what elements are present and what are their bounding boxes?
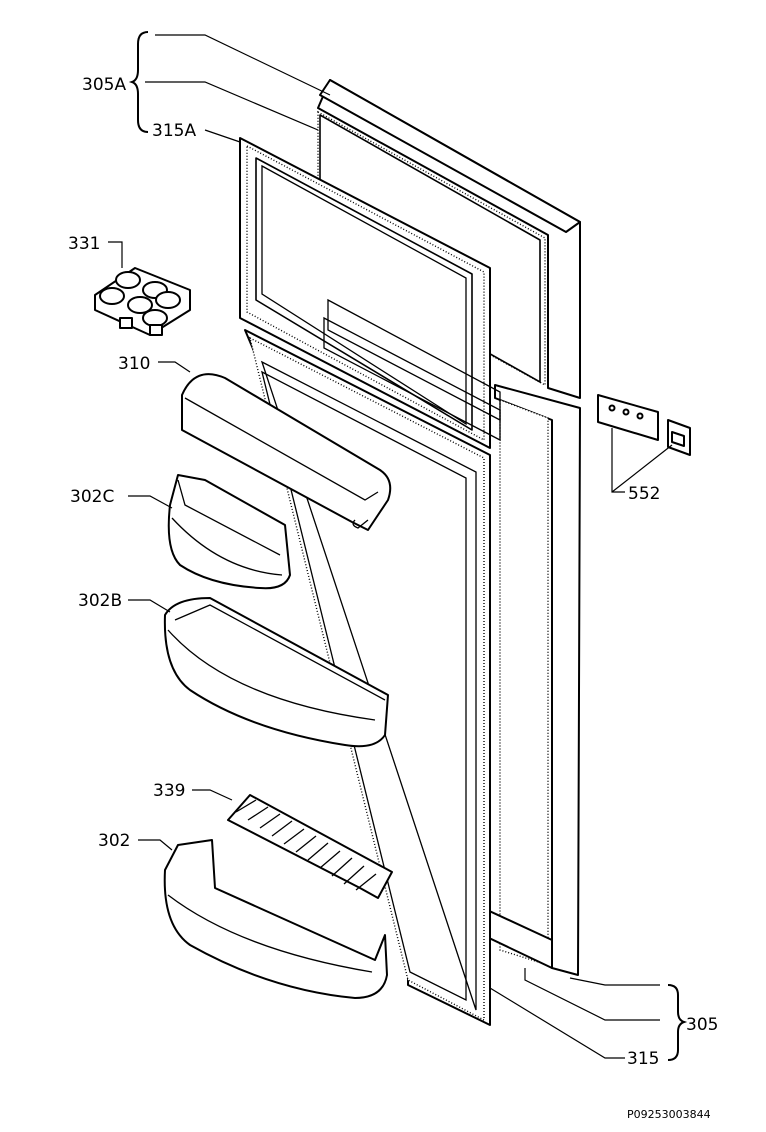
label-302C: 302C [70,487,114,507]
fridge-door-gasket [244,329,491,1026]
dairy-compartment-cover [181,373,392,531]
small-door-shelf [167,474,291,590]
bottle-retainer [227,794,393,899]
label-302B: 302B [78,591,122,611]
braces [128,31,688,1061]
label-331: 331 [68,234,100,254]
drawing-code: P09253003844 [627,1108,711,1121]
label-552: 552 [628,484,660,504]
fridge-door-panel [323,298,581,976]
leader-lines [108,34,673,1059]
brace-305 [667,984,688,1061]
egg-tray [94,267,191,336]
label-305A: 305A [82,75,126,95]
label-310: 310 [118,354,150,374]
large-door-shelf [163,839,388,999]
hinge-bracket [597,394,691,456]
label-302: 302 [98,831,130,851]
label-339: 339 [153,781,185,801]
label-305: 305 [686,1015,718,1035]
brace-305A [128,31,149,133]
freezer-door-gasket [239,137,491,449]
part-labels: 305A 315A 331 310 302C 302B 339 302 552 … [68,75,718,1121]
medium-door-shelf [163,597,389,748]
label-315A: 315A [152,121,196,141]
label-315: 315 [627,1049,659,1069]
